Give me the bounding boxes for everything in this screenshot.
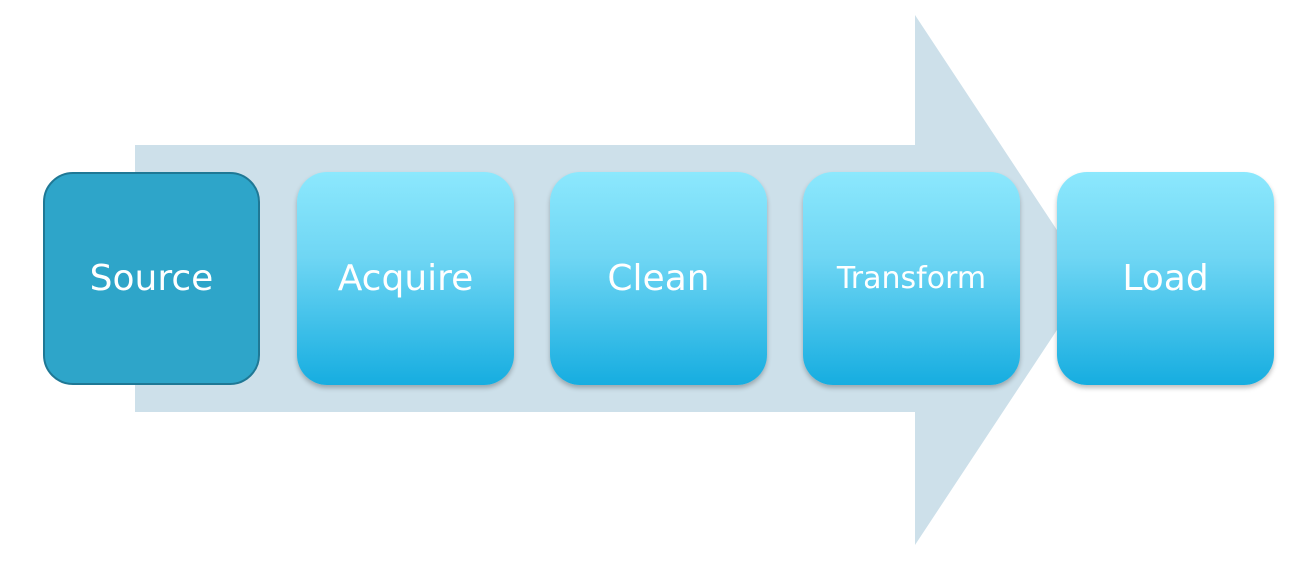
step-source: Source: [43, 172, 260, 385]
step-transform: Transform: [803, 172, 1020, 385]
step-label: Clean: [607, 258, 710, 299]
step-label: Acquire: [337, 258, 474, 299]
step-load: Load: [1057, 172, 1274, 385]
step-acquire: Acquire: [297, 172, 514, 385]
step-label: Load: [1122, 258, 1209, 299]
step-clean: Clean: [550, 172, 767, 385]
step-label: Transform: [836, 261, 987, 296]
step-label: Source: [89, 258, 214, 299]
